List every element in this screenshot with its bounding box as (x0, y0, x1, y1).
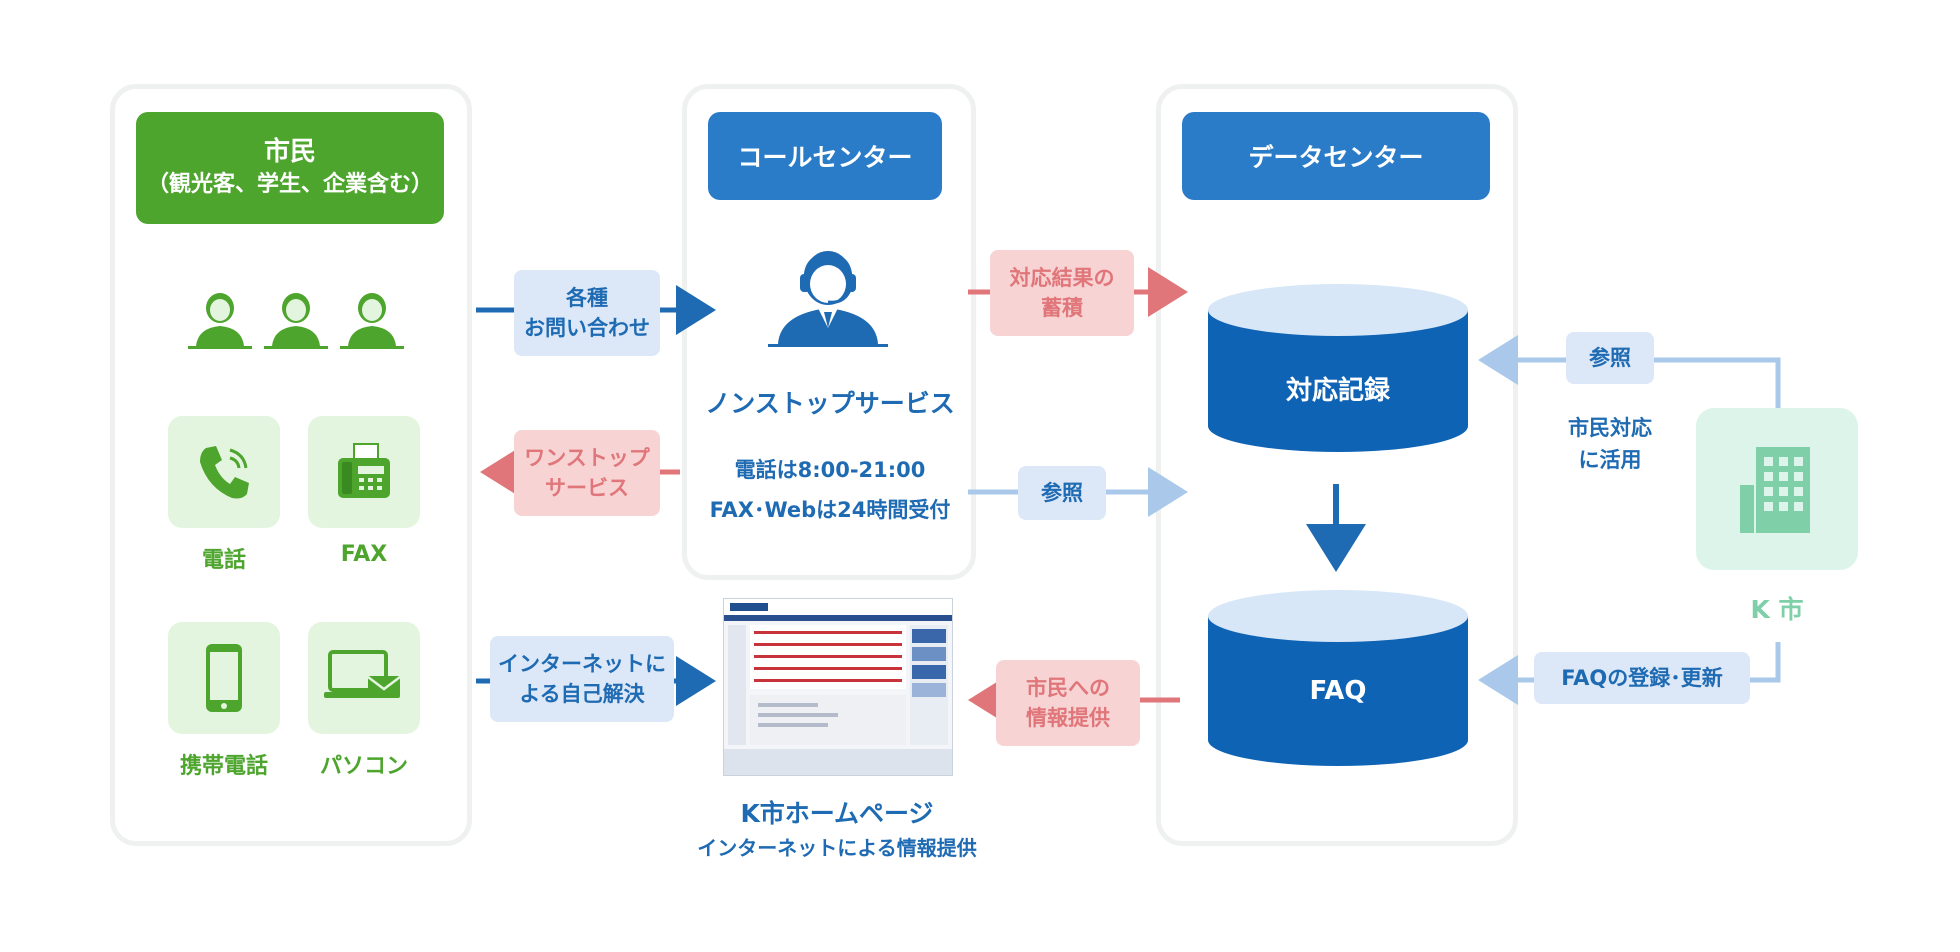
city-usage-line1: 市民対応 (1568, 416, 1652, 440)
self-solve-label-line2: よる自己解決 (519, 682, 645, 706)
nonstop-service-label: ノンストップサービス (705, 389, 955, 418)
phone-hours: 電話は8:00-21:00 (734, 458, 926, 482)
building-icon (1740, 447, 1810, 533)
records-label: 対応記録 (1285, 376, 1390, 406)
city-usage-line2: に活用 (1578, 448, 1642, 472)
phone-label: 電話 (201, 548, 246, 573)
homepage-subtitle: インターネットによる情報提供 (697, 836, 977, 860)
mobile-phone-tile (168, 622, 280, 734)
laptop-tile (308, 622, 420, 734)
homepage-title: K市ホームページ (740, 799, 934, 828)
provide-label-line1: 市民への (1026, 676, 1110, 700)
refer-cc-label: 参照 (1018, 466, 1106, 520)
faq-label: FAQ (1309, 676, 1367, 706)
city-name: K 市 (1750, 595, 1804, 624)
person-icon (340, 293, 404, 349)
homepage-screenshot (723, 598, 953, 776)
homepage-thumbnail (724, 599, 952, 775)
citizen-people-icon (188, 293, 404, 349)
onestop-label: ワンストップ サービス (514, 430, 660, 516)
inquiry-label-line2: お問い合わせ (524, 316, 650, 340)
self-solve-label: インターネットに よる自己解決 (490, 636, 674, 722)
fax-tile (308, 416, 420, 528)
accumulate-label-line1: 対応結果の (1009, 266, 1115, 290)
person-icon (264, 293, 328, 349)
phone-icon (200, 446, 249, 499)
faq-update-label: FAQの登録･更新 (1534, 652, 1750, 704)
city-tile (1696, 408, 1858, 570)
laptop-label: パソコン (319, 754, 408, 779)
inquiry-label: 各種 お問い合わせ (514, 270, 660, 356)
fax-web-hours: FAX･Webは24時間受付 (709, 498, 951, 522)
citizen-header: 市民 （観光客、学生、企業含む） (136, 112, 444, 224)
refer-city-label: 参照 (1566, 332, 1654, 384)
data-center-title: データセンター (1248, 143, 1424, 172)
provide-label: 市民への 情報提供 (996, 660, 1140, 746)
operator-headset-icon (768, 251, 888, 347)
data-center-header: データセンター (1182, 112, 1490, 200)
fax-icon (338, 443, 390, 498)
call-center-title: コールセンター (737, 143, 913, 172)
faq-database-cylinder (1208, 590, 1468, 766)
onestop-label-line2: サービス (545, 476, 629, 500)
records-database-cylinder (1208, 284, 1468, 452)
citizen-subtitle: （観光客、学生、企業含む） (146, 172, 433, 197)
citizen-title: 市民 (263, 137, 316, 167)
call-center-header: コールセンター (708, 112, 942, 200)
phone-tile (168, 416, 280, 528)
laptop-mail-icon (324, 650, 401, 698)
self-solve-label-line1: インターネットに (498, 652, 666, 676)
onestop-label-line1: ワンストップ (524, 446, 650, 470)
inquiry-label-line1: 各種 (566, 286, 608, 310)
person-icon (188, 293, 252, 349)
mobile-phone-icon (206, 644, 242, 712)
accumulate-label: 対応結果の 蓄積 (990, 250, 1134, 336)
mobile-phone-label: 携帯電話 (179, 754, 268, 779)
provide-label-line2: 情報提供 (1026, 706, 1110, 730)
fax-label: FAX (340, 542, 388, 567)
accumulate-label-line2: 蓄積 (1041, 296, 1083, 320)
